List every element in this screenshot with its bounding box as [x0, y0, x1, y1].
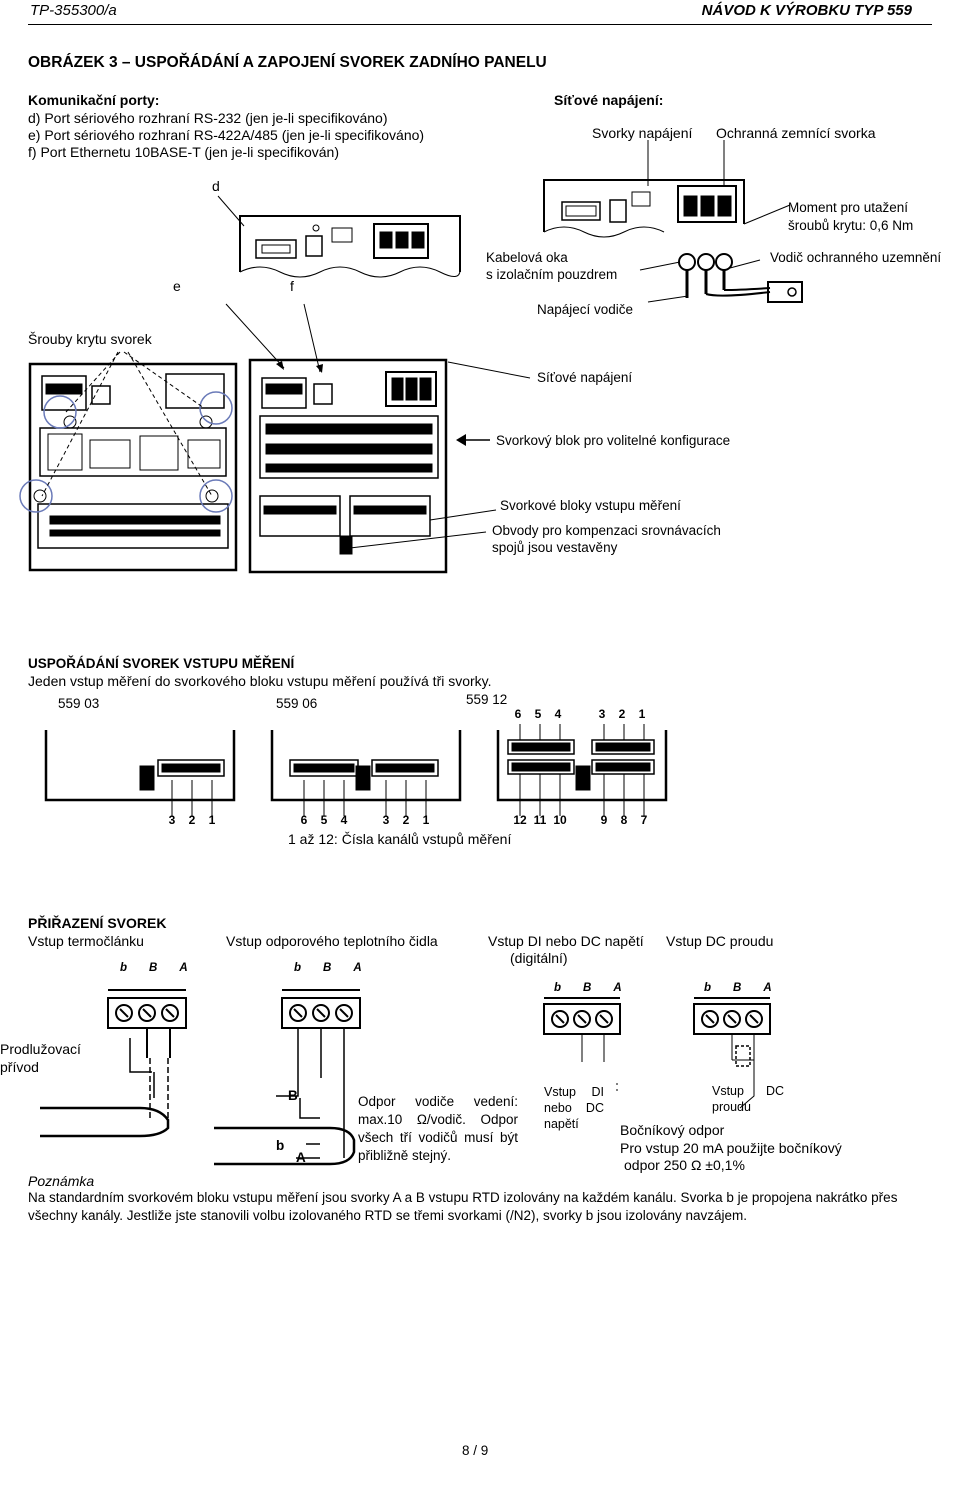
arrangement-title: USPOŘÁDÁNÍ SVOREK VSTUPU MĚŘENÍ [28, 656, 295, 671]
torque-line2: šroubů krytu: 0,6 Nm [788, 218, 914, 233]
t-label: B [733, 982, 764, 994]
ch-num: 2 [188, 813, 196, 827]
ch-num: 10 [553, 813, 567, 827]
dc-small-line2: proudu [712, 1100, 751, 1114]
rtd-letter-b: b [276, 1138, 285, 1153]
ch-num: 2 [402, 813, 410, 827]
ch-num: 6 [514, 707, 522, 721]
resistance-note: Odpor vodiče vedení: max.10 Ω/vodič. Odp… [358, 1094, 518, 1163]
note-text: Na standardním svorkovém bloku vstupu mě… [28, 1190, 898, 1223]
cover-screws-label: Šrouby krytu svorek [28, 331, 152, 347]
t-label: B [583, 982, 614, 994]
label-d: d [212, 178, 220, 194]
shunt-line1: Pro vstup 20 mA použijte bočníkový [620, 1140, 842, 1156]
mains-label: Síťové napájení [537, 370, 633, 385]
tc-input-label: Vstup termočlánku [28, 933, 144, 949]
assignment-title: PŘIŘAZENÍ SVOREK [28, 915, 167, 931]
comm-port-f: f) Port Ethernetu 10BASE-T (jen je-li sp… [28, 144, 339, 160]
cable-lugs-line1: Kabelová oka [486, 250, 568, 265]
ch-num: 8 [620, 813, 628, 827]
t-label: A [763, 982, 794, 994]
cable-lugs-line2: s izolačním pouzdrem [486, 267, 618, 282]
figure-title: OBRÁZEK 3 – USPOŘÁDÁNÍ A ZAPOJENÍ SVOREK… [28, 54, 547, 71]
ch-num: 6 [300, 813, 308, 827]
rtd-letter-B: B [288, 1088, 298, 1103]
ch-num: 11 [533, 813, 547, 827]
ch-num: 4 [554, 707, 562, 721]
t-label: A [179, 962, 210, 974]
ch-num: 2 [618, 707, 626, 721]
t-label: A [613, 982, 644, 994]
ch-num: 5 [534, 707, 542, 721]
power-title: Síťové napájení: [554, 92, 664, 108]
terminal-labels-di: bBA [554, 982, 644, 994]
dc-small-dc: DC [766, 1084, 785, 1098]
ch-num: 3 [168, 813, 176, 827]
t-label: b [554, 982, 584, 994]
t-label: B [323, 962, 354, 974]
terminal-labels-tc: bBA [120, 962, 210, 974]
ch-num: 1 [638, 707, 646, 721]
ch-num: 3 [598, 707, 606, 721]
terminal-labels-dc: bBA [704, 982, 794, 994]
cjc-line2: spojů jsou vestavěny [492, 540, 618, 555]
cjc-line1: Obvody pro kompenzaci srovnávacích [492, 523, 721, 538]
power-terminals-label: Svorky napájení [592, 125, 693, 141]
ch-num: 7 [640, 813, 648, 827]
di-input-label-1: Vstup DI nebo DC napětí [488, 933, 644, 949]
rtd-input-label: Vstup odporového teplotního čidla [226, 933, 438, 949]
note-label: Poznámka [28, 1173, 95, 1189]
t-label: A [353, 962, 384, 974]
document-type: NÁVOD K VÝROBKU TYP 559 [701, 2, 912, 19]
option-block-label: Svorkový blok pro volitelné konfigurace [496, 433, 731, 448]
page-number: 8 / 9 [462, 1443, 489, 1458]
comm-port-d: d) Port sériového rozhraní RS-232 (jen j… [28, 110, 388, 126]
channel-numbers-12-bottom: 12 11 10 9 8 7 [510, 813, 654, 827]
header-rule [28, 24, 932, 25]
label-f: f [290, 278, 294, 294]
document-id: TP-355300/a [30, 2, 117, 19]
ch-num: 12 [513, 813, 527, 827]
dc-small-line1: Vstup [712, 1084, 744, 1098]
ground-wire-label: Vodič ochranného uzemnění [770, 250, 942, 265]
dc-current-label: Vstup DC proudu [666, 933, 774, 949]
shunt-title: Bočníkový odpor [620, 1122, 725, 1138]
input-blocks-label: Svorkové bloky vstupu měření [500, 498, 681, 513]
comm-port-e: e) Port sériového rozhraní RS-422A/485 (… [28, 127, 425, 143]
model-55912: 559 12 [466, 692, 508, 707]
di-small-label: Vstup DI nebo DC napětí [544, 1085, 604, 1131]
torque-line1: Moment pro utažení [788, 200, 909, 215]
terminal-assignment-drawings [40, 989, 771, 1166]
t-label: B [149, 962, 180, 974]
t-label: b [120, 962, 150, 974]
power-wires-label: Napájecí vodiče [537, 302, 634, 317]
rear-panel-top-view [19, 140, 803, 574]
ch-num: 3 [382, 813, 390, 827]
shunt-line2: odpor 250 Ω ±0,1% [624, 1157, 745, 1173]
model-55903: 559 03 [58, 696, 100, 711]
di-input-label-2: (digitální) [510, 950, 568, 966]
ch-num: 9 [600, 813, 608, 827]
model-55906: 559 06 [276, 696, 318, 711]
ch-num: 1 [208, 813, 216, 827]
extension-label: Prodlužovací přívod [0, 1041, 81, 1075]
ch-num: 5 [320, 813, 328, 827]
ch-num: 1 [422, 813, 430, 827]
t-label: b [704, 982, 734, 994]
label-e: e [173, 278, 181, 294]
channel-numbers-03: 3 2 1 [162, 813, 222, 827]
input-terminal-arrangement [44, 724, 668, 816]
rtd-letter-A: A [296, 1150, 306, 1165]
channel-numbers-12-top: 6 5 4 3 2 1 [508, 707, 652, 721]
arrangement-text: Jeden vstup měření do svorkového bloku v… [28, 673, 492, 689]
ch-num: 4 [340, 813, 348, 827]
t-label: b [294, 962, 324, 974]
terminal-labels-rtd: bBA [294, 962, 384, 974]
channel-caption: 1 až 12: Čísla kanálů vstupů měření [288, 831, 512, 847]
comm-ports-title: Komunikační porty: [28, 92, 160, 108]
ground-terminal-label: Ochranná zemnící svorka [716, 125, 876, 141]
channel-numbers-06: 6 5 4 3 2 1 [294, 813, 436, 827]
